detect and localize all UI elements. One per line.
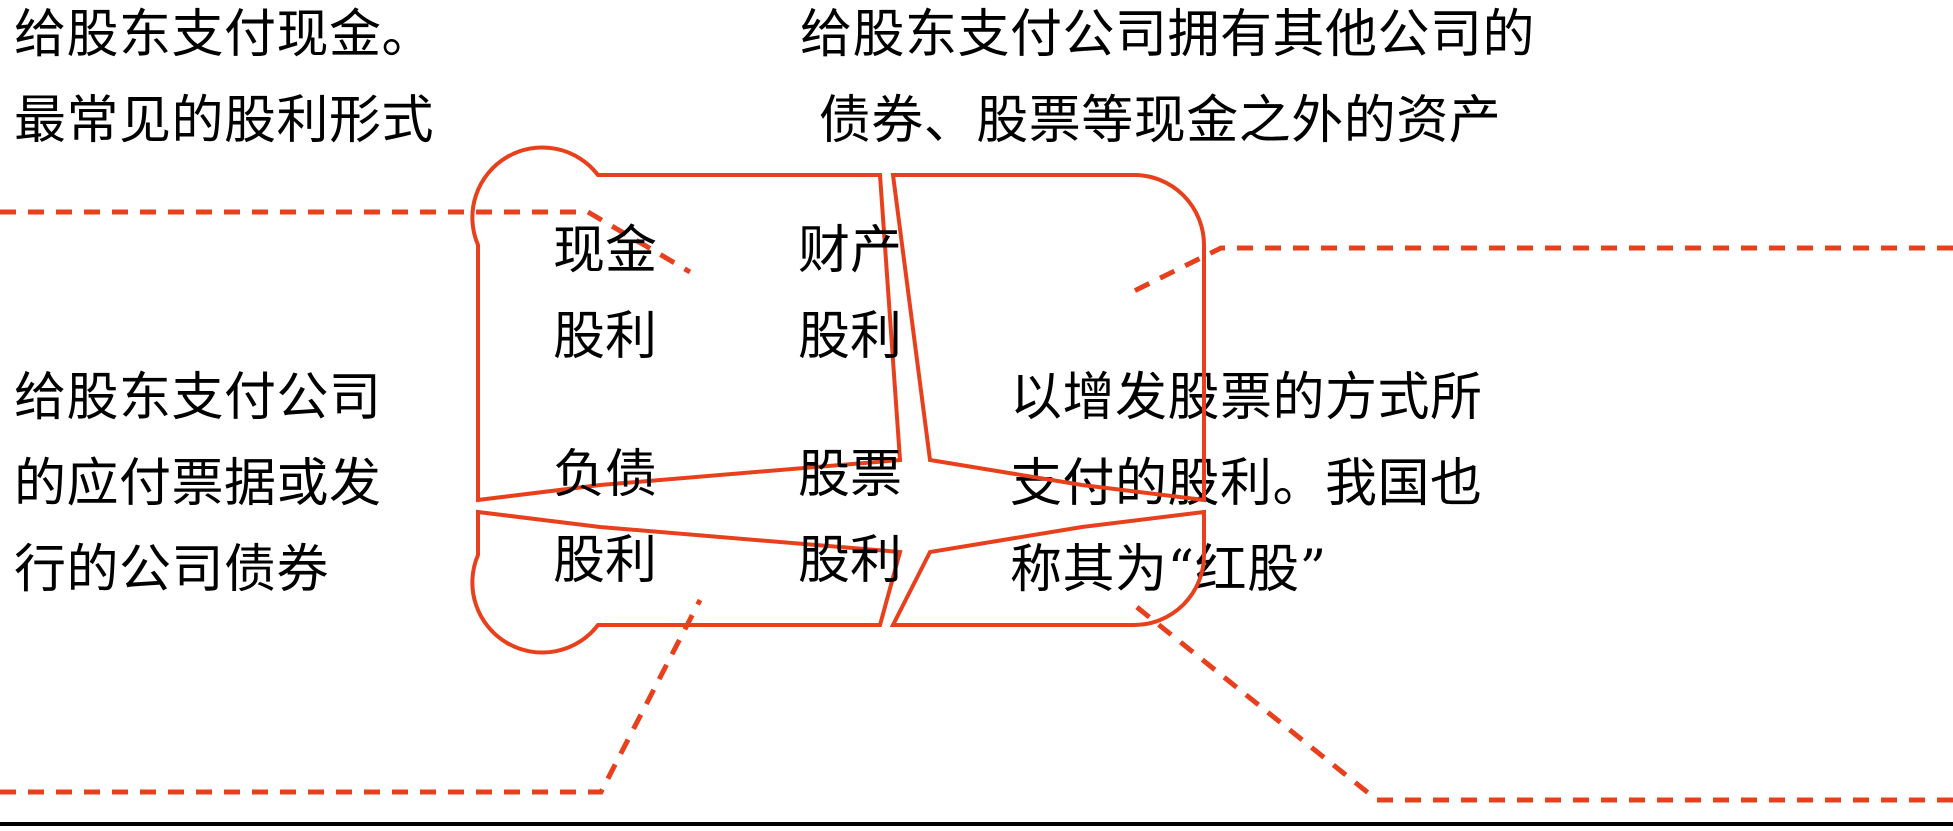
description-line: 债券、股票等现金之外的资产 bbox=[818, 91, 1502, 151]
quadrant-label-liability-dividend: 负债 股利 bbox=[520, 432, 690, 604]
quadrant-label-line: 股票 bbox=[797, 445, 902, 505]
quadrant-label-line: 负债 bbox=[552, 445, 657, 505]
description-line: 行的公司债券 bbox=[14, 540, 330, 600]
connector-liability-dividend bbox=[0, 598, 703, 795]
description-property-dividend: 给股东支付公司拥有其他公司的 债券、股票等现金之外的资产 bbox=[800, 0, 1536, 164]
quadrant-label-line: 财产 bbox=[797, 221, 902, 281]
description-liability-dividend: 给股东支付公司 的应付票据或发 行的公司债券 bbox=[14, 355, 382, 613]
quadrant-label-line: 现金 bbox=[552, 221, 657, 281]
description-line: 的应付票据或发 bbox=[14, 454, 382, 514]
description-stock-dividend: 以增发股票的方式所 支付的股利。我国也 称其为“红股” bbox=[1010, 355, 1483, 613]
description-line: 给股东支付公司拥有其他公司的 bbox=[800, 5, 1536, 65]
description-line: 给股东支付现金。 bbox=[14, 5, 435, 65]
quadrant-label-line: 股利 bbox=[797, 531, 902, 591]
quadrant-label-line: 股利 bbox=[797, 307, 902, 367]
description-line: 最常见的股利形式 bbox=[14, 91, 435, 151]
quadrant-label-line: 股利 bbox=[552, 531, 657, 591]
quadrant-label-cash-dividend: 现金 股利 bbox=[520, 208, 690, 380]
bottom-divider bbox=[0, 822, 1953, 826]
connector-stock-dividend bbox=[1126, 598, 1953, 803]
description-line: 以增发股票的方式所 bbox=[1010, 368, 1483, 428]
quadrant-label-property-dividend: 财产 股利 bbox=[765, 208, 935, 380]
description-cash-dividend: 给股东支付现金。 最常见的股利形式 bbox=[14, 0, 434, 164]
description-line: 支付的股利。我国也 bbox=[1010, 454, 1483, 514]
description-line: 称其为“红股” bbox=[1010, 540, 1327, 600]
quadrant-label-line: 股利 bbox=[552, 307, 657, 367]
connector-property-dividend bbox=[1124, 245, 1953, 298]
description-line: 给股东支付公司 bbox=[14, 368, 382, 428]
quadrant-label-stock-dividend: 股票 股利 bbox=[765, 432, 935, 604]
